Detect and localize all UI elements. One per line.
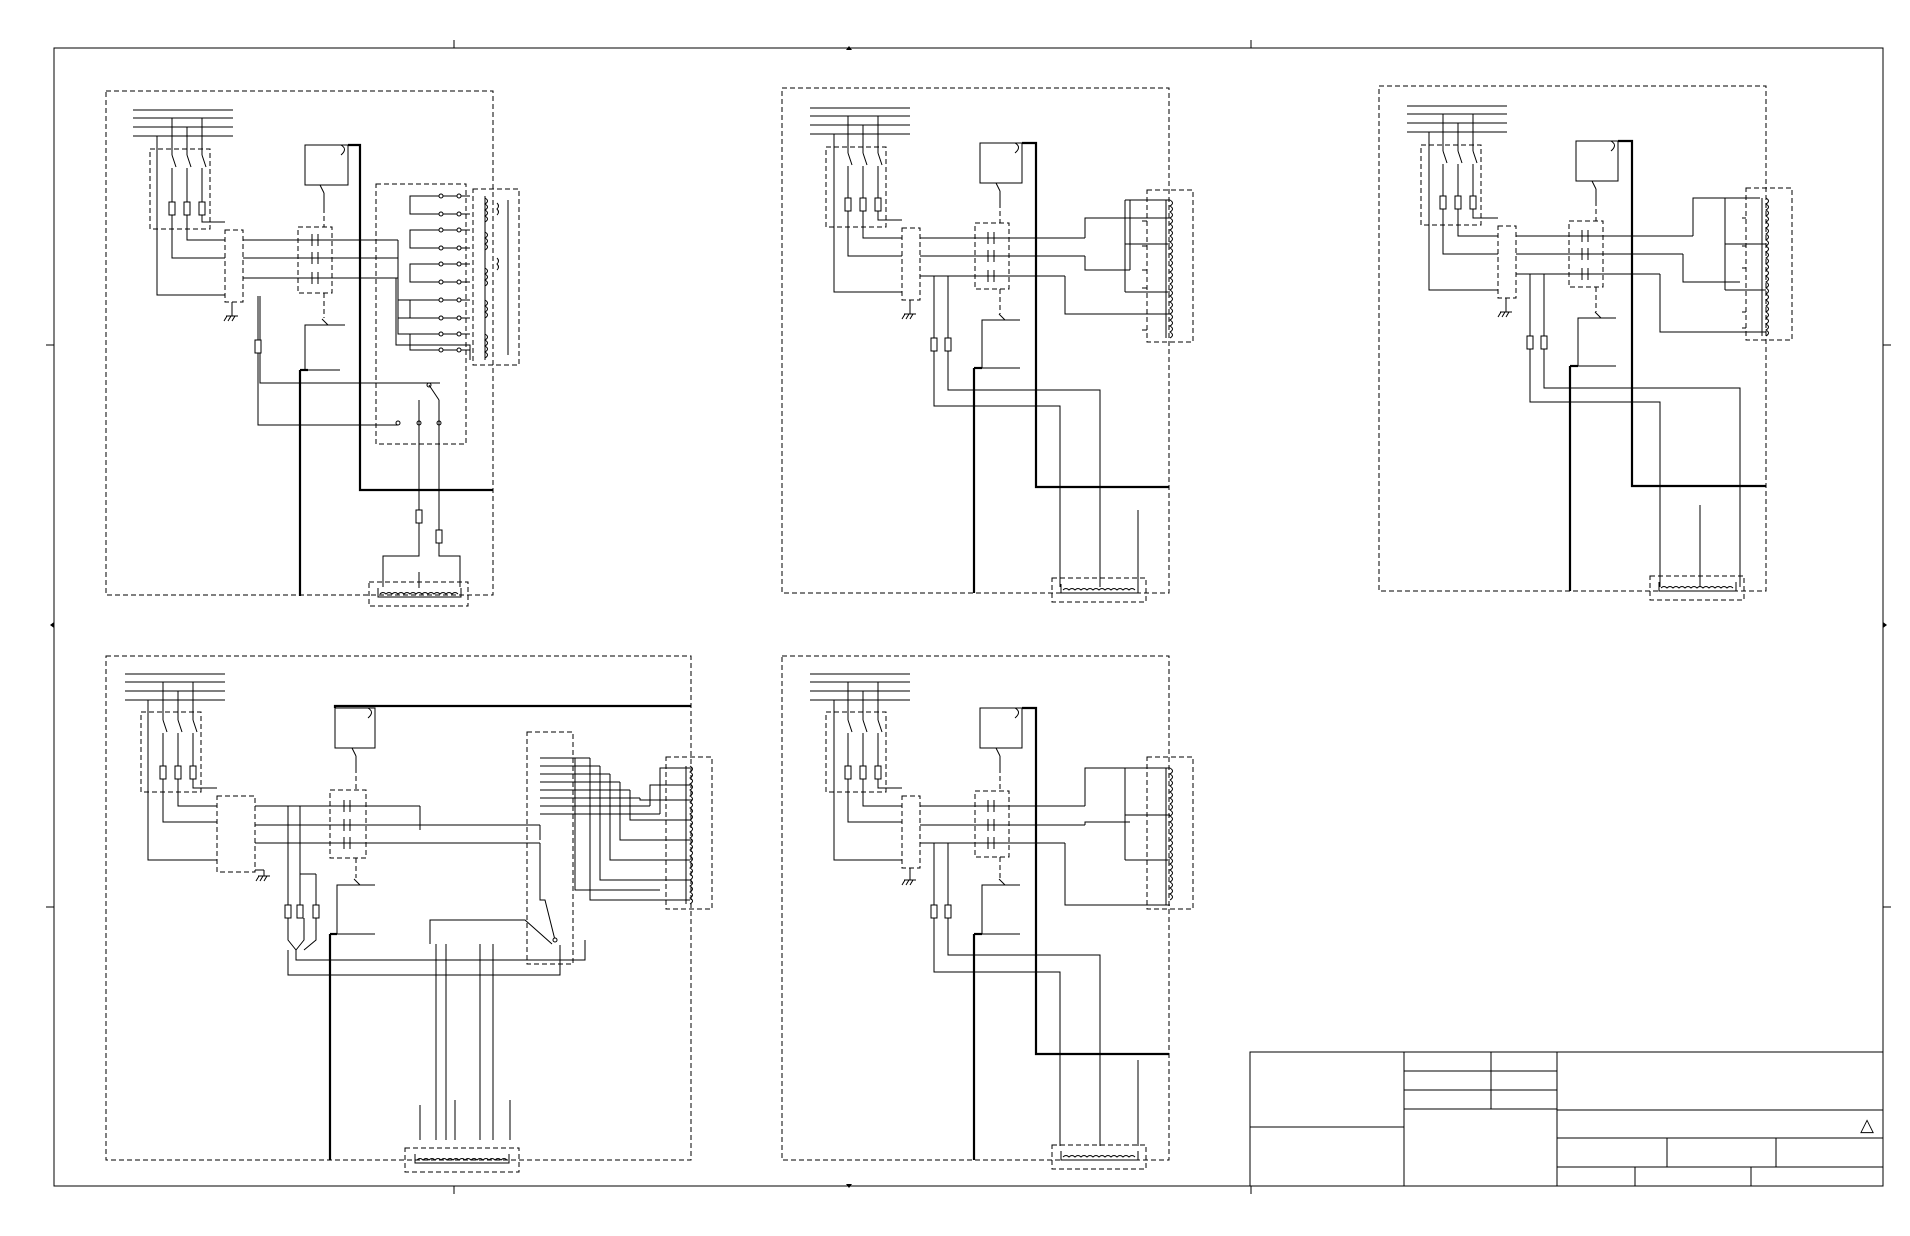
fuse-group <box>168 201 206 216</box>
circuit-panel-1 <box>105 90 520 607</box>
drawing-frame <box>46 40 1891 1194</box>
overload-relay <box>304 324 345 371</box>
ground-symbol <box>223 315 238 322</box>
selector-switch <box>395 382 442 426</box>
control-fuse <box>254 339 262 354</box>
tap-terminals <box>438 193 462 353</box>
circuit-panel-4 <box>105 655 713 1173</box>
title-block: △ <box>1249 1051 1884 1187</box>
main-disconnect-switch <box>171 118 207 202</box>
tap-changer-box <box>375 183 467 445</box>
load-tank <box>368 581 469 607</box>
revision-triangle-icon: △ <box>1860 1115 1874 1136</box>
relay-coil <box>304 144 349 186</box>
circuit-panel-3 <box>1378 85 1793 601</box>
contactor-contacts <box>243 234 398 284</box>
transformer-coils <box>484 196 509 360</box>
circuit-panel-2 <box>781 87 1194 603</box>
terminal-block <box>224 229 244 303</box>
circuit-panel-5 <box>781 655 1194 1170</box>
contactor <box>297 226 333 294</box>
multi-tap-leads <box>419 757 690 901</box>
transformer-winding-box <box>472 188 520 366</box>
power-busbar <box>133 109 233 137</box>
transformer-taps <box>409 195 470 351</box>
